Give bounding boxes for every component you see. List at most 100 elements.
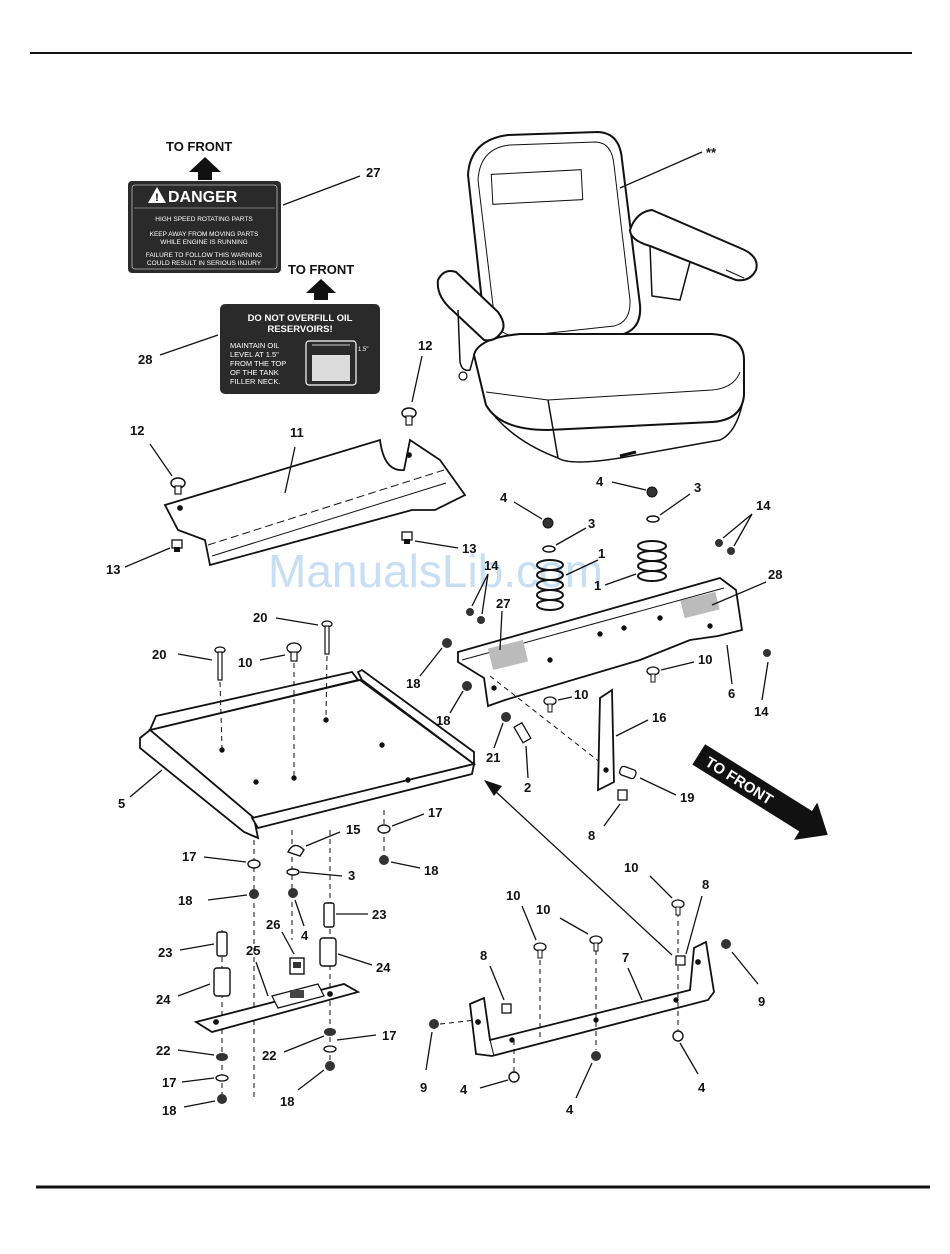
- callout-2: 2: [524, 780, 531, 795]
- callout-22-a: 22: [156, 1043, 170, 1058]
- nut-21: [501, 712, 511, 722]
- spring-1-right: [637, 540, 667, 582]
- nut-4-f: [672, 1030, 684, 1042]
- callout-15: 15: [346, 822, 360, 837]
- callout-10-a: 10: [238, 655, 252, 670]
- washer-17-a: [377, 824, 391, 834]
- callout-11: 11: [290, 425, 304, 440]
- callout-9-right: 9: [758, 994, 765, 1009]
- callout-23-right: 23: [372, 907, 386, 922]
- callout-28-bracket: 28: [768, 567, 782, 582]
- oil-line-1: MAINTAIN OIL: [230, 341, 279, 350]
- oil-tank-icon: [305, 340, 357, 386]
- callout-14-b: 14: [756, 498, 771, 513]
- callout-20-a: 20: [152, 647, 166, 662]
- oil-decal: TO FRONT DO NOT OVERFILL OIL RESERVOIRS!…: [220, 262, 380, 394]
- oil-line-3: FROM THE TOP: [230, 359, 286, 368]
- nut-4-e: [591, 1051, 601, 1061]
- callout-13-right: 13: [462, 541, 476, 556]
- bolt-20-b: [321, 620, 333, 655]
- bolt-10-c: [543, 696, 557, 713]
- callout-16: 16: [652, 710, 666, 725]
- bushing-19: [618, 765, 637, 780]
- callout-10-b: 10: [698, 652, 712, 667]
- callout-7: 7: [622, 950, 629, 965]
- nut-18-e: [217, 1094, 227, 1104]
- callout-4-f: 4: [698, 1080, 706, 1095]
- washer-3-c: [286, 868, 300, 876]
- callout-13-left: 13: [106, 562, 120, 577]
- callout-27-decal: 27: [366, 165, 380, 180]
- callout-1-left: 1: [598, 546, 605, 561]
- nut-4-c: [288, 888, 298, 898]
- callout-8-b: 8: [702, 877, 709, 892]
- nut-4-d: [508, 1071, 520, 1083]
- washer-17-d: [215, 1074, 229, 1082]
- spring-1-left: [536, 559, 564, 611]
- to-front-label-3: TO FRONT: [702, 754, 776, 809]
- bolt-13-left: [171, 539, 183, 552]
- clamp-15: [287, 844, 305, 857]
- bracket-7: [469, 940, 715, 1057]
- to-front-arrow-2: [306, 279, 336, 300]
- callout-9-left: 9: [420, 1080, 427, 1095]
- bolt-10-f: [589, 935, 603, 952]
- svg-text:!: !: [155, 192, 159, 204]
- callout-4-a: 4: [500, 490, 508, 505]
- bolt-2: [513, 721, 532, 744]
- callout-18-c: 18: [424, 863, 438, 878]
- bolt-20-a: [214, 646, 226, 681]
- callout-8-c: 8: [480, 948, 487, 963]
- washer-3-b: [646, 515, 660, 523]
- washer-17-b: [247, 859, 261, 869]
- callout-23-left: 23: [158, 945, 172, 960]
- callout-10-f: 10: [536, 902, 550, 917]
- plate-16: [597, 688, 615, 792]
- nut-18-d: [249, 889, 259, 899]
- to-front-label-1: TO FRONT: [166, 139, 232, 154]
- callout-26: 26: [266, 917, 280, 932]
- callout-18-f: 18: [280, 1094, 294, 1109]
- nut-18-b: [462, 681, 472, 691]
- danger-line-5: COULD RESULT IN SERIOUS INJURY: [147, 260, 262, 267]
- callout-19: 19: [680, 790, 694, 805]
- callout-6: 6: [728, 686, 735, 701]
- nut-18-c: [379, 855, 389, 865]
- callout-3-a: 3: [588, 516, 595, 531]
- callout-22-b: 22: [262, 1048, 276, 1063]
- danger-line-4: FAILURE TO FOLLOW THIS WARNING: [146, 252, 262, 259]
- washer-17-c: [323, 1028, 337, 1053]
- oil-heading-2: RESERVOIRS!: [267, 324, 332, 335]
- callout-5: 5: [118, 796, 125, 811]
- bushing-24-left: [213, 967, 231, 997]
- bolt-14-b: [715, 539, 735, 555]
- callout-14-c: 14: [754, 704, 769, 719]
- bolt-10-d: [671, 899, 685, 916]
- callout-10-c: 10: [574, 687, 588, 702]
- nut-9-left: [429, 1019, 439, 1029]
- callout-3-c: 3: [348, 868, 355, 883]
- oil-line-5: FILLER NECK.: [230, 377, 280, 386]
- washer-22-a: [216, 1053, 228, 1061]
- bolt-14-c: [763, 649, 771, 657]
- to-front-arrow-1: [189, 157, 221, 180]
- callout-4-c: 4: [301, 928, 309, 943]
- oil-line-4: OF THE TANK: [230, 368, 279, 377]
- seat-pan-5: [139, 668, 477, 840]
- callout-21: 21: [486, 750, 500, 765]
- callout-4-e: 4: [566, 1102, 574, 1117]
- callout-10-d: 10: [624, 860, 638, 875]
- danger-line-3: WHILE ENGINE IS RUNNING: [160, 239, 247, 246]
- to-front-label-2: TO FRONT: [288, 262, 354, 277]
- danger-line-1: HIGH SPEED ROTATING PARTS: [155, 216, 253, 223]
- callout-8-a: 8: [588, 828, 595, 843]
- to-front-arrow-3: TO FRONT: [692, 744, 828, 840]
- callout-3-b: 3: [694, 480, 701, 495]
- danger-line-2: KEEP AWAY FROM MOVING PARTS: [150, 231, 259, 238]
- callout-seat: **: [706, 145, 717, 160]
- nut-18-f: [325, 1061, 335, 1071]
- callout-4-d: 4: [460, 1082, 468, 1097]
- bracket-6: [457, 577, 744, 708]
- oil-heading-1: DO NOT OVERFILL OIL: [248, 313, 353, 324]
- bolt-13-right: [401, 531, 413, 544]
